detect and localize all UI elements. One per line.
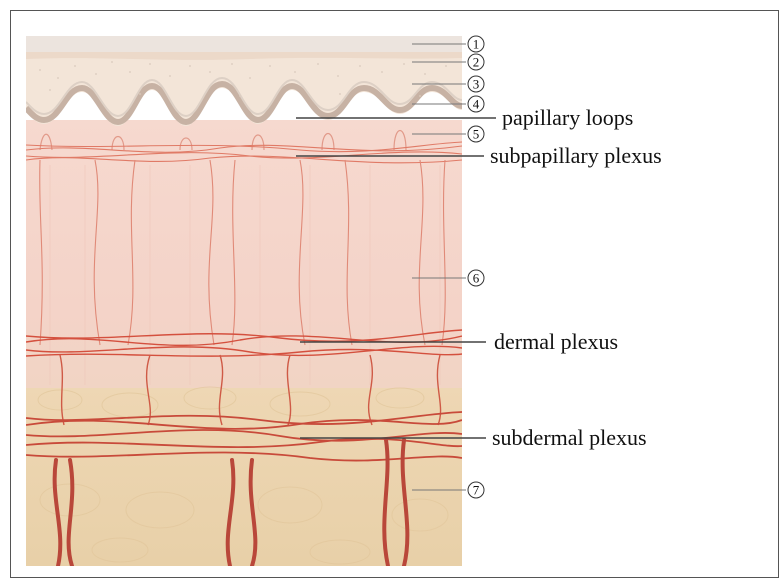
svg-text:3: 3 bbox=[473, 77, 480, 92]
marker-6: 6 bbox=[468, 270, 484, 286]
marker-7: 7 bbox=[468, 482, 484, 498]
svg-text:2: 2 bbox=[473, 55, 480, 70]
svg-text:7: 7 bbox=[473, 483, 480, 498]
marker-3: 3 bbox=[468, 76, 484, 92]
svg-text:4: 4 bbox=[473, 97, 480, 112]
subcutaneous-fat-layer bbox=[26, 385, 462, 566]
stratum-corneum bbox=[26, 36, 462, 52]
marker-5: 5 bbox=[468, 126, 484, 142]
label-subpapillary-plexus: subpapillary plexus bbox=[490, 143, 662, 168]
label-subdermal-plexus: subdermal plexus bbox=[492, 425, 647, 450]
label-papillary-loops: papillary loops bbox=[502, 105, 633, 130]
svg-text:6: 6 bbox=[473, 271, 480, 286]
marker-2: 2 bbox=[468, 54, 484, 70]
svg-text:1: 1 bbox=[473, 37, 480, 52]
svg-text:5: 5 bbox=[473, 127, 480, 142]
label-dermal-plexus: dermal plexus bbox=[494, 329, 618, 354]
marker-4: 4 bbox=[468, 96, 484, 112]
marker-1: 1 bbox=[468, 36, 484, 52]
